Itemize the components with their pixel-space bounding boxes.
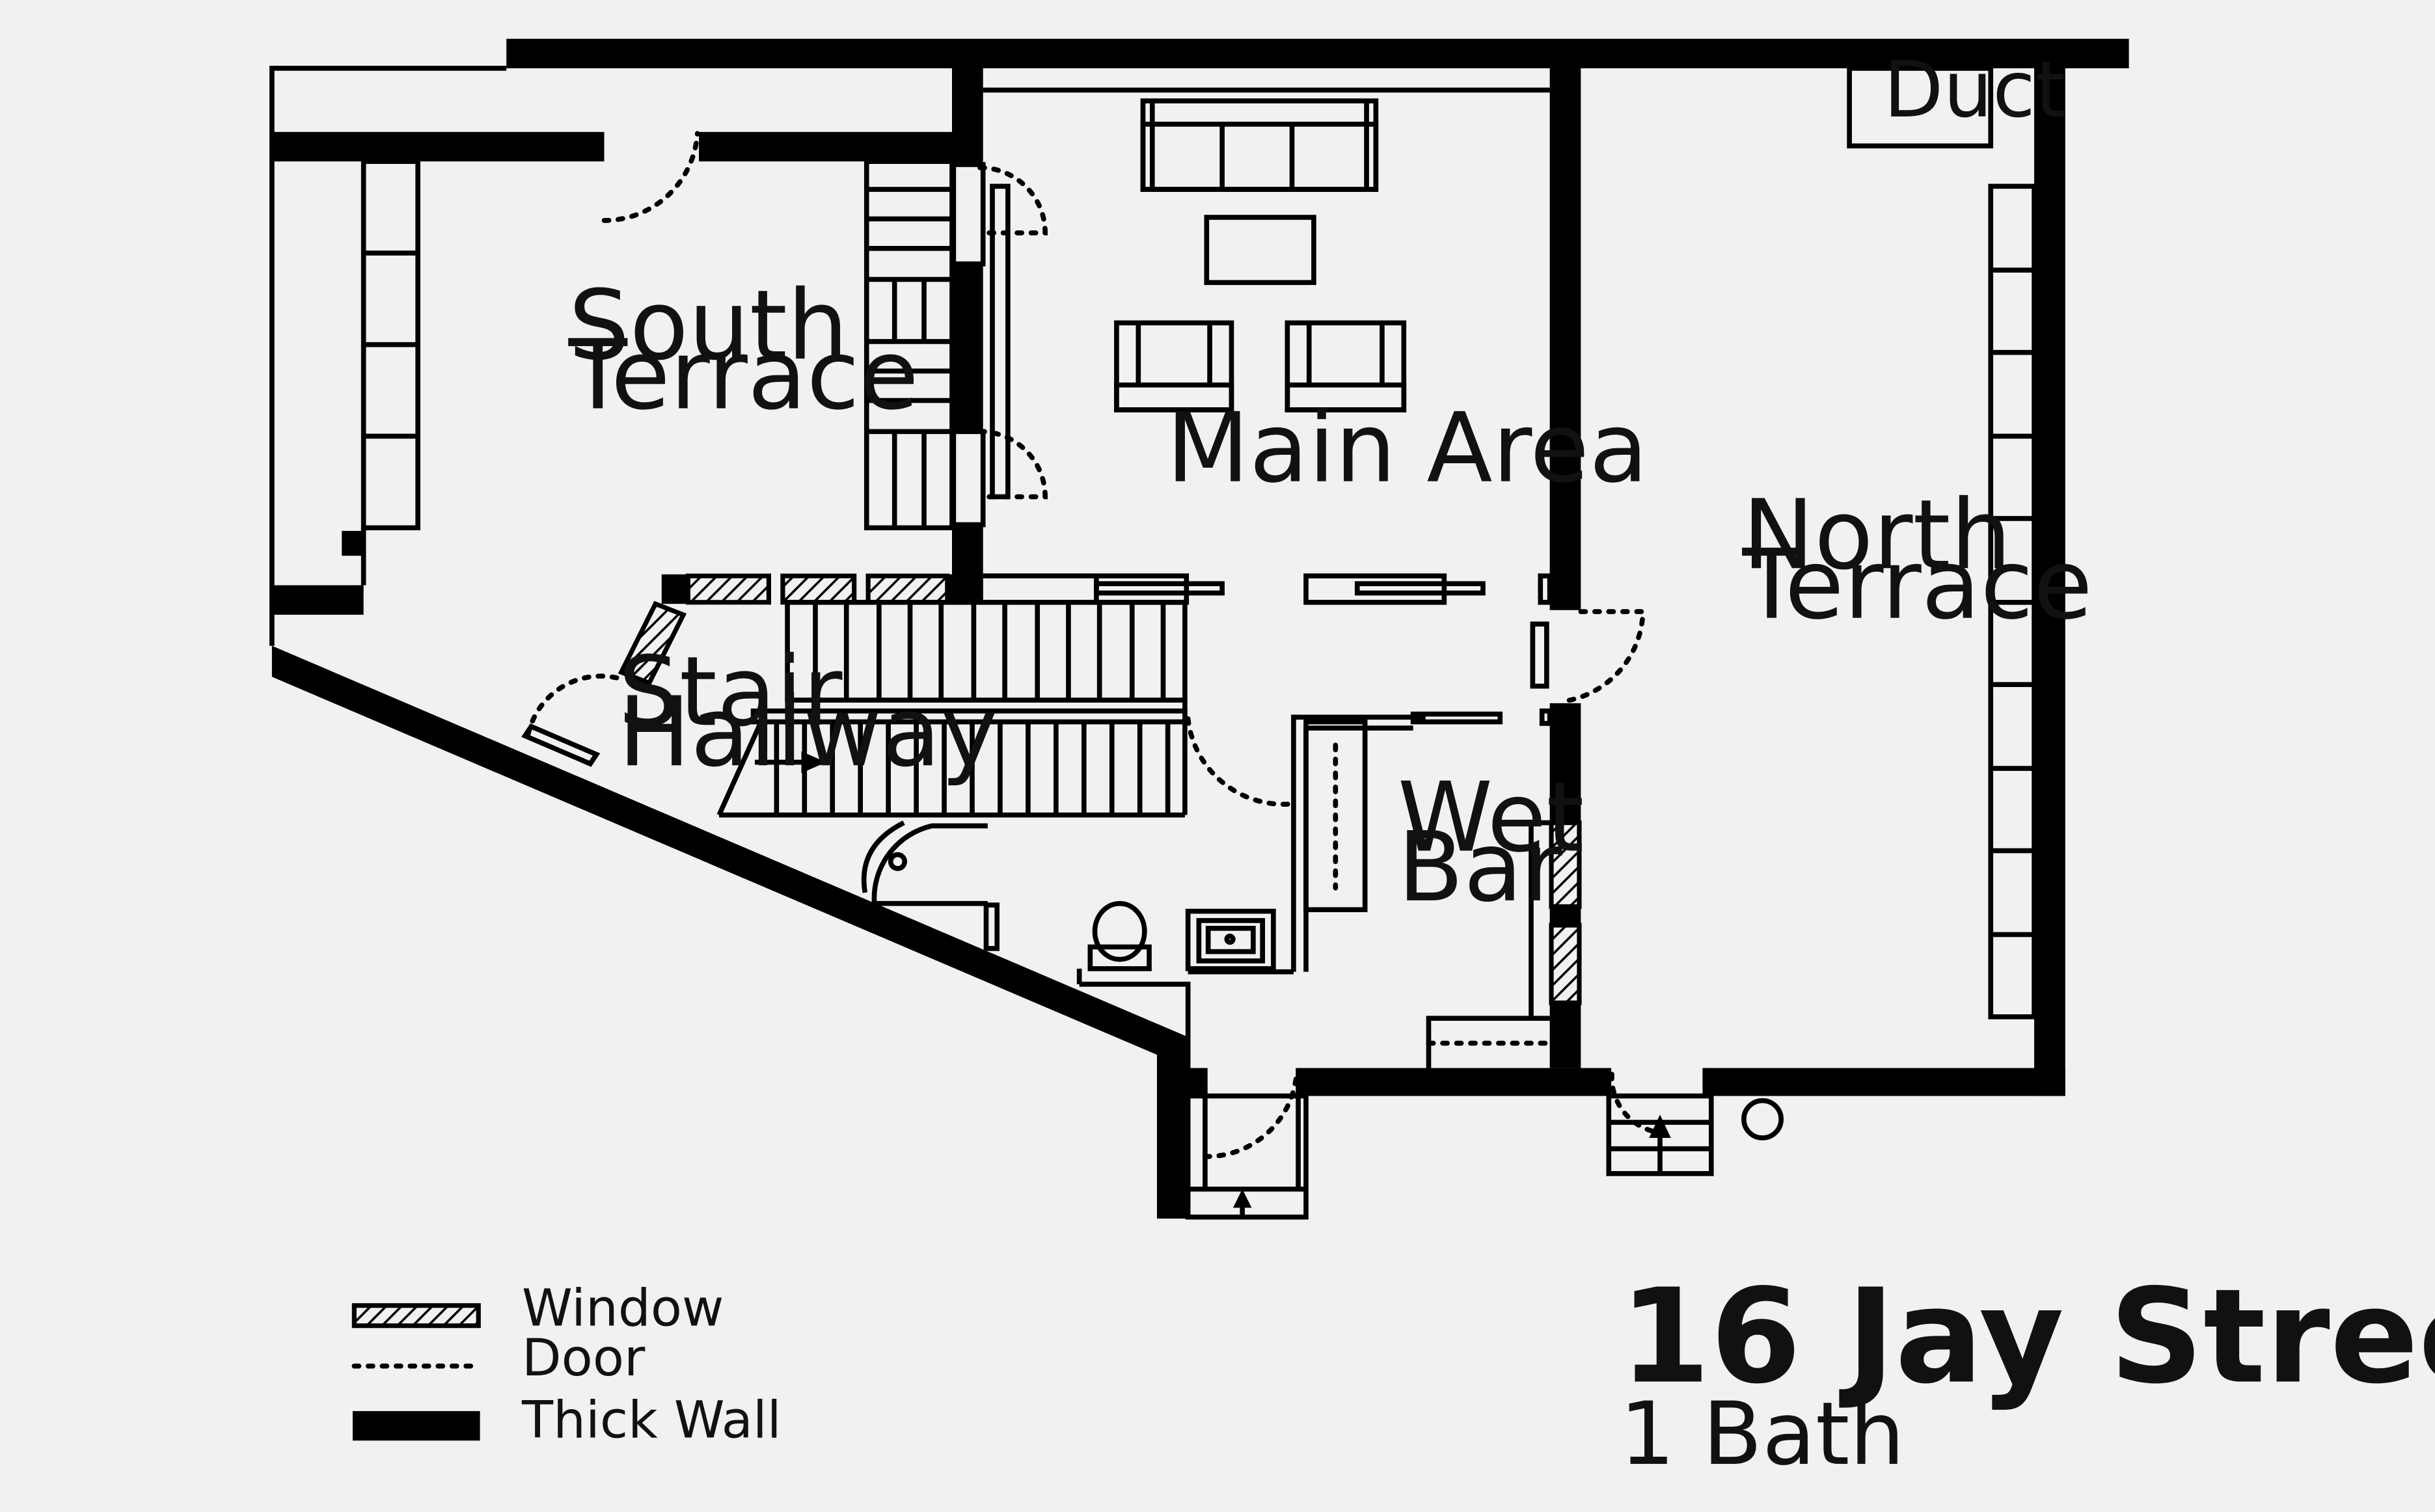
room-label-stair-hallway: Stair (618, 636, 843, 748)
wall-entry-left (1156, 1040, 1188, 1219)
window (1549, 923, 1582, 1005)
window (865, 573, 950, 605)
legend-door-label: Door (522, 1328, 646, 1388)
room-label-south-terrace: South (569, 269, 849, 381)
room-label-wet-bar: Wet (1398, 762, 1585, 874)
wall-divider-right-upper (1549, 68, 1581, 610)
thin-lines (269, 66, 2037, 1220)
legend: Window Door Thick Wall (351, 1278, 782, 1450)
wall-east (2034, 68, 2065, 1096)
duct-box (1847, 66, 1994, 149)
room-label-stair-hallway: Hallway (618, 676, 998, 788)
drain-icon (1741, 1098, 1784, 1141)
wall-hall-corner (661, 574, 690, 604)
window (618, 601, 687, 686)
room-label-main-area: Main Area (1166, 392, 1648, 504)
thick-walls (271, 38, 2129, 1219)
arrow-right-icon (801, 751, 826, 774)
plan-subtitle: 1 Bath (1620, 1383, 1905, 1485)
window (780, 573, 857, 605)
wall-hall-corner-right (947, 574, 983, 604)
room-label-north-terrace: North (1742, 479, 2011, 591)
wall-south-terrace-top-left (271, 131, 605, 162)
wall-top (506, 38, 2129, 68)
wall-diagonal (271, 645, 1188, 1068)
room-label-north-terrace: Terrace (1741, 529, 2092, 641)
wall-south-terrace-stub (342, 531, 364, 556)
plan-title: 16 Jay Street Floor 7 (1620, 1262, 2435, 1413)
wall-bottom-stub (1186, 1068, 1205, 1096)
arrow-up-icon (1232, 1189, 1252, 1208)
windows (618, 573, 1582, 1005)
window (1549, 820, 1582, 910)
legend-window-swatch (351, 1303, 481, 1329)
room-label-duct: Duct (1884, 45, 2066, 135)
window (685, 573, 772, 605)
wall-south-terrace-top-right (699, 131, 954, 162)
wall-bottom-mid (1298, 1068, 1609, 1096)
wall-divider-left-mid (951, 263, 983, 432)
wall-bottom-right (1705, 1068, 2065, 1096)
door-swings (525, 131, 1670, 1159)
room-label-south-terrace: Terrace (568, 319, 919, 431)
wall-divider-left-upper (951, 68, 983, 165)
room-label-wet-bar: Bar (1398, 811, 1562, 923)
wall-south-terrace-bottom (271, 585, 364, 615)
room-labels: South Terrace Main Area North Terrace St… (568, 45, 2093, 923)
legend-thick-wall-swatch (352, 1411, 480, 1441)
legend-window-label: Window (522, 1278, 724, 1338)
legend-thick-wall-label: Thick Wall (521, 1390, 782, 1450)
